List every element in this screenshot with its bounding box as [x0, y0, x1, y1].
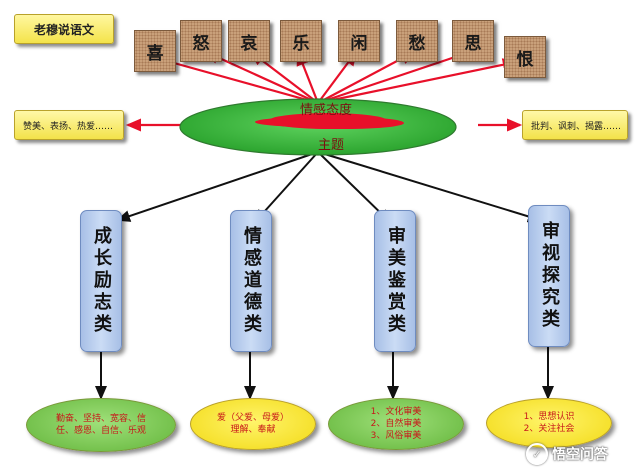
- outcome-3-line-1: 1、文化审美: [370, 407, 422, 417]
- outcome-3-line-2: 2、自然审美: [370, 419, 422, 429]
- outcome-2-line-1: 爱（父爱、母爱）: [216, 413, 289, 423]
- emotion-tile-1: 喜: [134, 30, 176, 72]
- emotion-tile-6: 愁: [396, 20, 438, 62]
- emotion-arrows: [125, 49, 523, 132]
- outcome-3: 1、文化审美 2、自然审美 3、风俗审美: [328, 398, 464, 450]
- arrow-to-emotion-8: [317, 58, 519, 105]
- emotion-tile-8: 恨: [504, 36, 546, 78]
- emotion-tile-5: 闲: [338, 20, 380, 62]
- arrow-to-emotion-1: [153, 55, 319, 105]
- category-2: 情感道德类: [230, 210, 272, 352]
- arrow-to-emotion-7: [317, 49, 473, 105]
- outcome-4-line-2: 2、关注社会: [523, 424, 575, 434]
- category-1: 成长励志类: [80, 210, 122, 352]
- outcome-4: 1、思想认识 2、关注社会: [486, 398, 612, 448]
- arrow-to-category-4: [317, 151, 542, 223]
- emotion-tile-4: 乐: [280, 20, 322, 62]
- wukong-logo-icon: ✓: [526, 443, 548, 465]
- emotion-tile-3: 哀: [228, 20, 270, 62]
- arrow-to-category-1: [116, 151, 319, 222]
- right-box: 批判、讽刺、揭露……: [522, 110, 628, 140]
- watermark: ✓ 悟空问答: [526, 443, 608, 465]
- outcome-1: 勤奋、坚持、宽容、信 任、感恩、自信、乐观: [26, 398, 176, 452]
- outcome-1-line-1: 勤奋、坚持、宽容、信: [55, 414, 146, 424]
- emotion-tile-2: 怒: [180, 20, 222, 62]
- outcome-1-line-2: 任、感恩、自信、乐观: [55, 426, 146, 436]
- outcome-2-line-2: 理解、奉献: [230, 425, 276, 435]
- emotion-tile-7: 思: [452, 20, 494, 62]
- title-box: 老穆说语文: [14, 14, 114, 44]
- watermark-text: 悟空问答: [552, 447, 608, 463]
- outcome-4-line-1: 1、思想认识: [523, 412, 575, 422]
- category-arrows: [95, 151, 554, 400]
- center-label-bottom: 主题: [318, 138, 345, 153]
- redaction-mark: [268, 113, 388, 129]
- outcome-2: 爱（父爱、母爱） 理解、奉献: [190, 398, 316, 450]
- left-box: 赞美、表扬、热爱……: [14, 110, 124, 140]
- category-3: 审美鉴赏类: [374, 210, 416, 352]
- category-4: 审视探究类: [528, 205, 570, 347]
- center-label-top: 情感态度: [300, 103, 353, 118]
- outcome-3-line-3: 3、风俗审美: [370, 431, 422, 441]
- arrow-to-emotion-2: [203, 50, 319, 105]
